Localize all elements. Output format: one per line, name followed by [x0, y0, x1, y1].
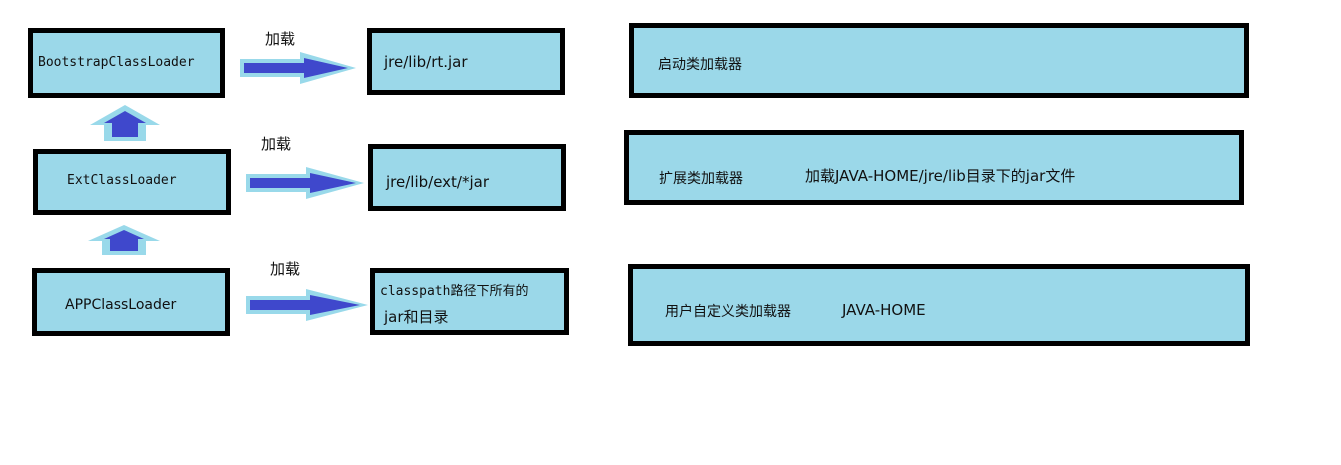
bootstrap-classloader-box: BootstrapClassLoader: [28, 28, 225, 98]
app-classloader-box: APPClassLoader: [32, 268, 230, 336]
app-description-label: 用户自定义类加载器: [665, 304, 791, 320]
right-arrow-icon: [240, 52, 356, 84]
bootstrap-description-label: 启动类加载器: [658, 57, 742, 73]
rt-jar-box: jre/lib/rt.jar: [367, 28, 565, 95]
up-arrow-icon: [88, 225, 160, 255]
load-label-1: 加载: [265, 30, 296, 48]
classpath-box: classpath路径下所有的 jar和目录: [370, 268, 569, 335]
ext-description-box: 扩展类加载器 加载JAVA-HOME/jre/lib目录下的jar文件: [624, 130, 1244, 205]
ext-classloader-label: ExtClassLoader: [67, 173, 177, 188]
ext-jar-label: jre/lib/ext/*jar: [386, 173, 490, 191]
classpath-label-line2: jar和目录: [384, 308, 449, 326]
app-description-box: 用户自定义类加载器 JAVA-HOME: [628, 264, 1250, 346]
ext-description-label: 扩展类加载器: [659, 171, 743, 187]
load-label-3: 加载: [270, 260, 301, 278]
app-detail-label: JAVA-HOME: [842, 301, 926, 319]
right-arrow-icon: [246, 289, 368, 321]
ext-classloader-box: ExtClassLoader: [33, 149, 231, 215]
classpath-label-line1: classpath路径下所有的: [380, 284, 529, 299]
ext-jar-box: jre/lib/ext/*jar: [368, 144, 566, 211]
right-arrow-icon: [246, 167, 364, 199]
bootstrap-classloader-label: BootstrapClassLoader: [38, 55, 195, 70]
load-label-2: 加载: [261, 135, 292, 153]
rt-jar-label: jre/lib/rt.jar: [384, 53, 468, 71]
app-classloader-label: APPClassLoader: [65, 297, 177, 313]
ext-detail-label: 加载JAVA-HOME/jre/lib目录下的jar文件: [805, 167, 1076, 185]
bootstrap-description-box: 启动类加载器: [629, 23, 1249, 98]
up-arrow-icon: [90, 105, 160, 141]
